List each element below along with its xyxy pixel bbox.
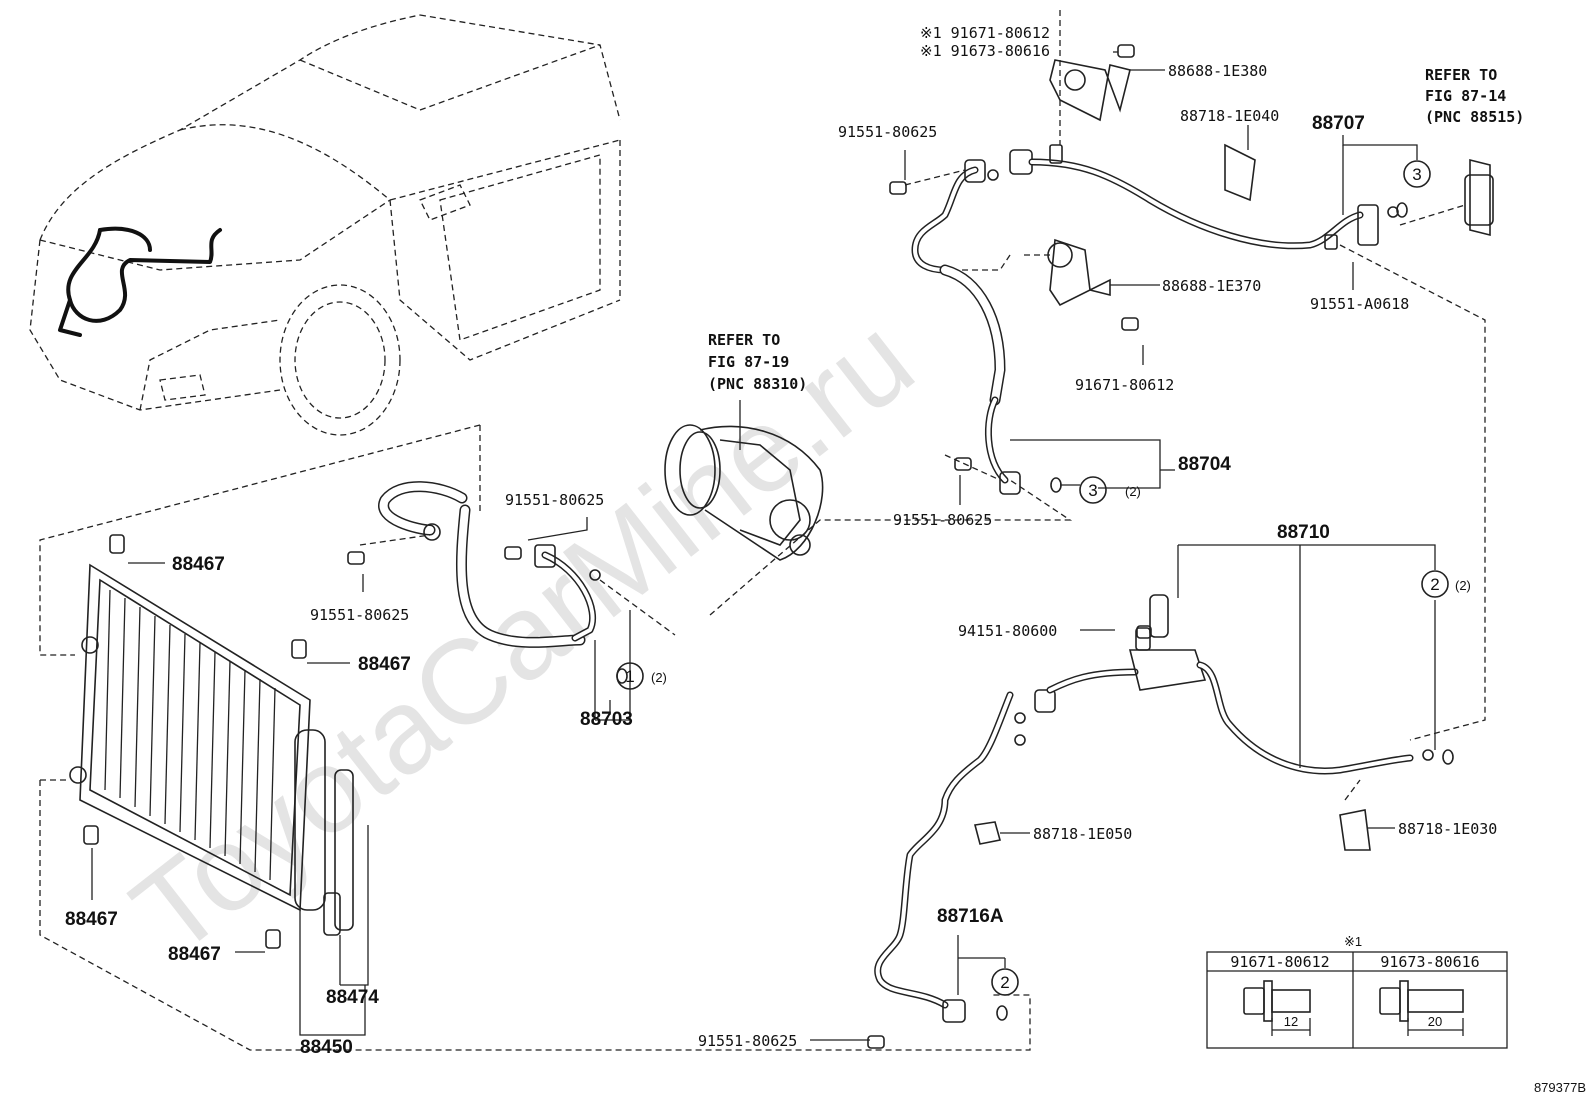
- ref-expansion-valve: REFER TO FIG 87-14 (PNC 88515): [1425, 66, 1524, 126]
- label-91551-A0618: 91551-A0618: [1310, 295, 1409, 313]
- liquid-pipe: [874, 594, 1434, 1023]
- callout-2a: 2 (2): [1421, 570, 1471, 598]
- label-88707: 88707: [1312, 113, 1365, 134]
- callout-2a-qty: (2): [1455, 578, 1471, 593]
- leader-lines: [91, 51, 1436, 1041]
- callout-1-number: 1: [625, 667, 634, 686]
- label-88704: 88704: [1178, 454, 1231, 475]
- label-91551-80625-b: 91551-80625: [893, 511, 992, 529]
- legend-col1-header: 91671-80612: [1230, 953, 1329, 971]
- label-91671-80612-top: ※1 91671-80612: [920, 24, 1050, 42]
- callout-3b-qty: (2): [1125, 484, 1141, 499]
- suction-pipe: [904, 10, 1486, 741]
- label-88688-1E380: 88688-1E380: [1168, 62, 1267, 80]
- legend-dim-20: 20: [1428, 1014, 1442, 1029]
- callout-2a-number: 2: [1430, 575, 1439, 594]
- ref-valve-line1: REFER TO: [1425, 66, 1497, 84]
- cushion-88467-a: [109, 534, 125, 554]
- callout-2b-number: 2: [1000, 973, 1009, 992]
- label-91551-80625-c: 91551-80625: [505, 491, 604, 509]
- figure-id: 879377B: [1534, 1080, 1586, 1095]
- label-91671-80612-mid: 91671-80612: [1075, 376, 1174, 394]
- ref-compressor-line3: (PNC 88310): [708, 375, 807, 393]
- cushion-88467-b: [291, 639, 307, 659]
- bolt-12mm-icon: [1243, 980, 1311, 1036]
- label-88467-a: 88467: [172, 554, 225, 575]
- callout-3a-number: 3: [1412, 165, 1421, 184]
- condenser-mount-bottom: [69, 766, 87, 784]
- o-rings: [616, 202, 1454, 1021]
- label-88474: 88474: [326, 987, 379, 1008]
- callout-3b: 3 (2): [1079, 476, 1141, 504]
- label-88450: 88450: [300, 1037, 353, 1058]
- legend-col2-header: 91673-80616: [1380, 953, 1479, 971]
- receiver-tank: [294, 729, 326, 911]
- bolt-legend-table: ※1 91671-80612 91673-80616 12 20: [1206, 934, 1508, 1049]
- label-88467-c: 88467: [65, 909, 118, 930]
- ref-valve-line3: (PNC 88515): [1425, 108, 1524, 126]
- bolt-20mm-icon: [1379, 980, 1464, 1036]
- label-88718-1E040: 88718-1E040: [1180, 107, 1279, 125]
- label-91551-80625-d: 91551-80625: [310, 606, 409, 624]
- label-91551-80625-e: 91551-80625: [698, 1032, 797, 1050]
- ref-compressor: REFER TO FIG 87-19 (PNC 88310): [708, 331, 807, 393]
- part-labels: ※1 91671-80612 ※1 91673-80616 88688-1E38…: [65, 24, 1497, 1058]
- label-88467-d: 88467: [168, 944, 221, 965]
- legend-dim-12: 12: [1284, 1014, 1298, 1029]
- cushion-88467-c: [83, 825, 99, 845]
- filter-88474: [323, 892, 341, 936]
- label-91673-80616-top: ※1 91673-80616: [920, 42, 1050, 60]
- cushion-88467-d: [265, 929, 281, 949]
- receiver-bracket: [334, 769, 354, 931]
- vehicle-outline: [29, 14, 621, 436]
- callout-1: 1 (2): [616, 662, 667, 690]
- pipe-clamps: [1047, 59, 1494, 307]
- discharge-hose-88703: [359, 479, 1073, 648]
- pressure-switch: [1149, 594, 1169, 638]
- legend-title: ※1: [1344, 934, 1362, 949]
- label-91551-80625-a: 91551-80625: [838, 123, 937, 141]
- callout-1-qty: (2): [651, 670, 667, 685]
- ref-compressor-line1: REFER TO: [708, 331, 780, 349]
- bolts: [347, 44, 1152, 1049]
- label-88718-1E050: 88718-1E050: [1033, 825, 1132, 843]
- condenser-mount-top: [81, 636, 99, 654]
- condenser-assembly: [39, 424, 1031, 1051]
- label-88716A: 88716A: [937, 906, 1004, 927]
- ref-compressor-line2: FIG 87-19: [708, 353, 789, 371]
- callout-2b: 2: [991, 968, 1019, 996]
- callout-3a: 3: [1403, 160, 1431, 188]
- label-88710: 88710: [1277, 522, 1330, 543]
- label-88688-1E370: 88688-1E370: [1162, 277, 1261, 295]
- callout-3b-number: 3: [1088, 481, 1097, 500]
- ref-valve-line2: FIG 87-14: [1425, 87, 1506, 105]
- label-88718-1E030: 88718-1E030: [1398, 820, 1497, 838]
- label-88467-b: 88467: [358, 654, 411, 675]
- condenser-fins: [104, 589, 276, 881]
- label-88703: 88703: [580, 709, 633, 730]
- expansion-valve: [1469, 158, 1491, 237]
- compressor: [664, 400, 824, 561]
- label-94151-80600: 94151-80600: [958, 622, 1057, 640]
